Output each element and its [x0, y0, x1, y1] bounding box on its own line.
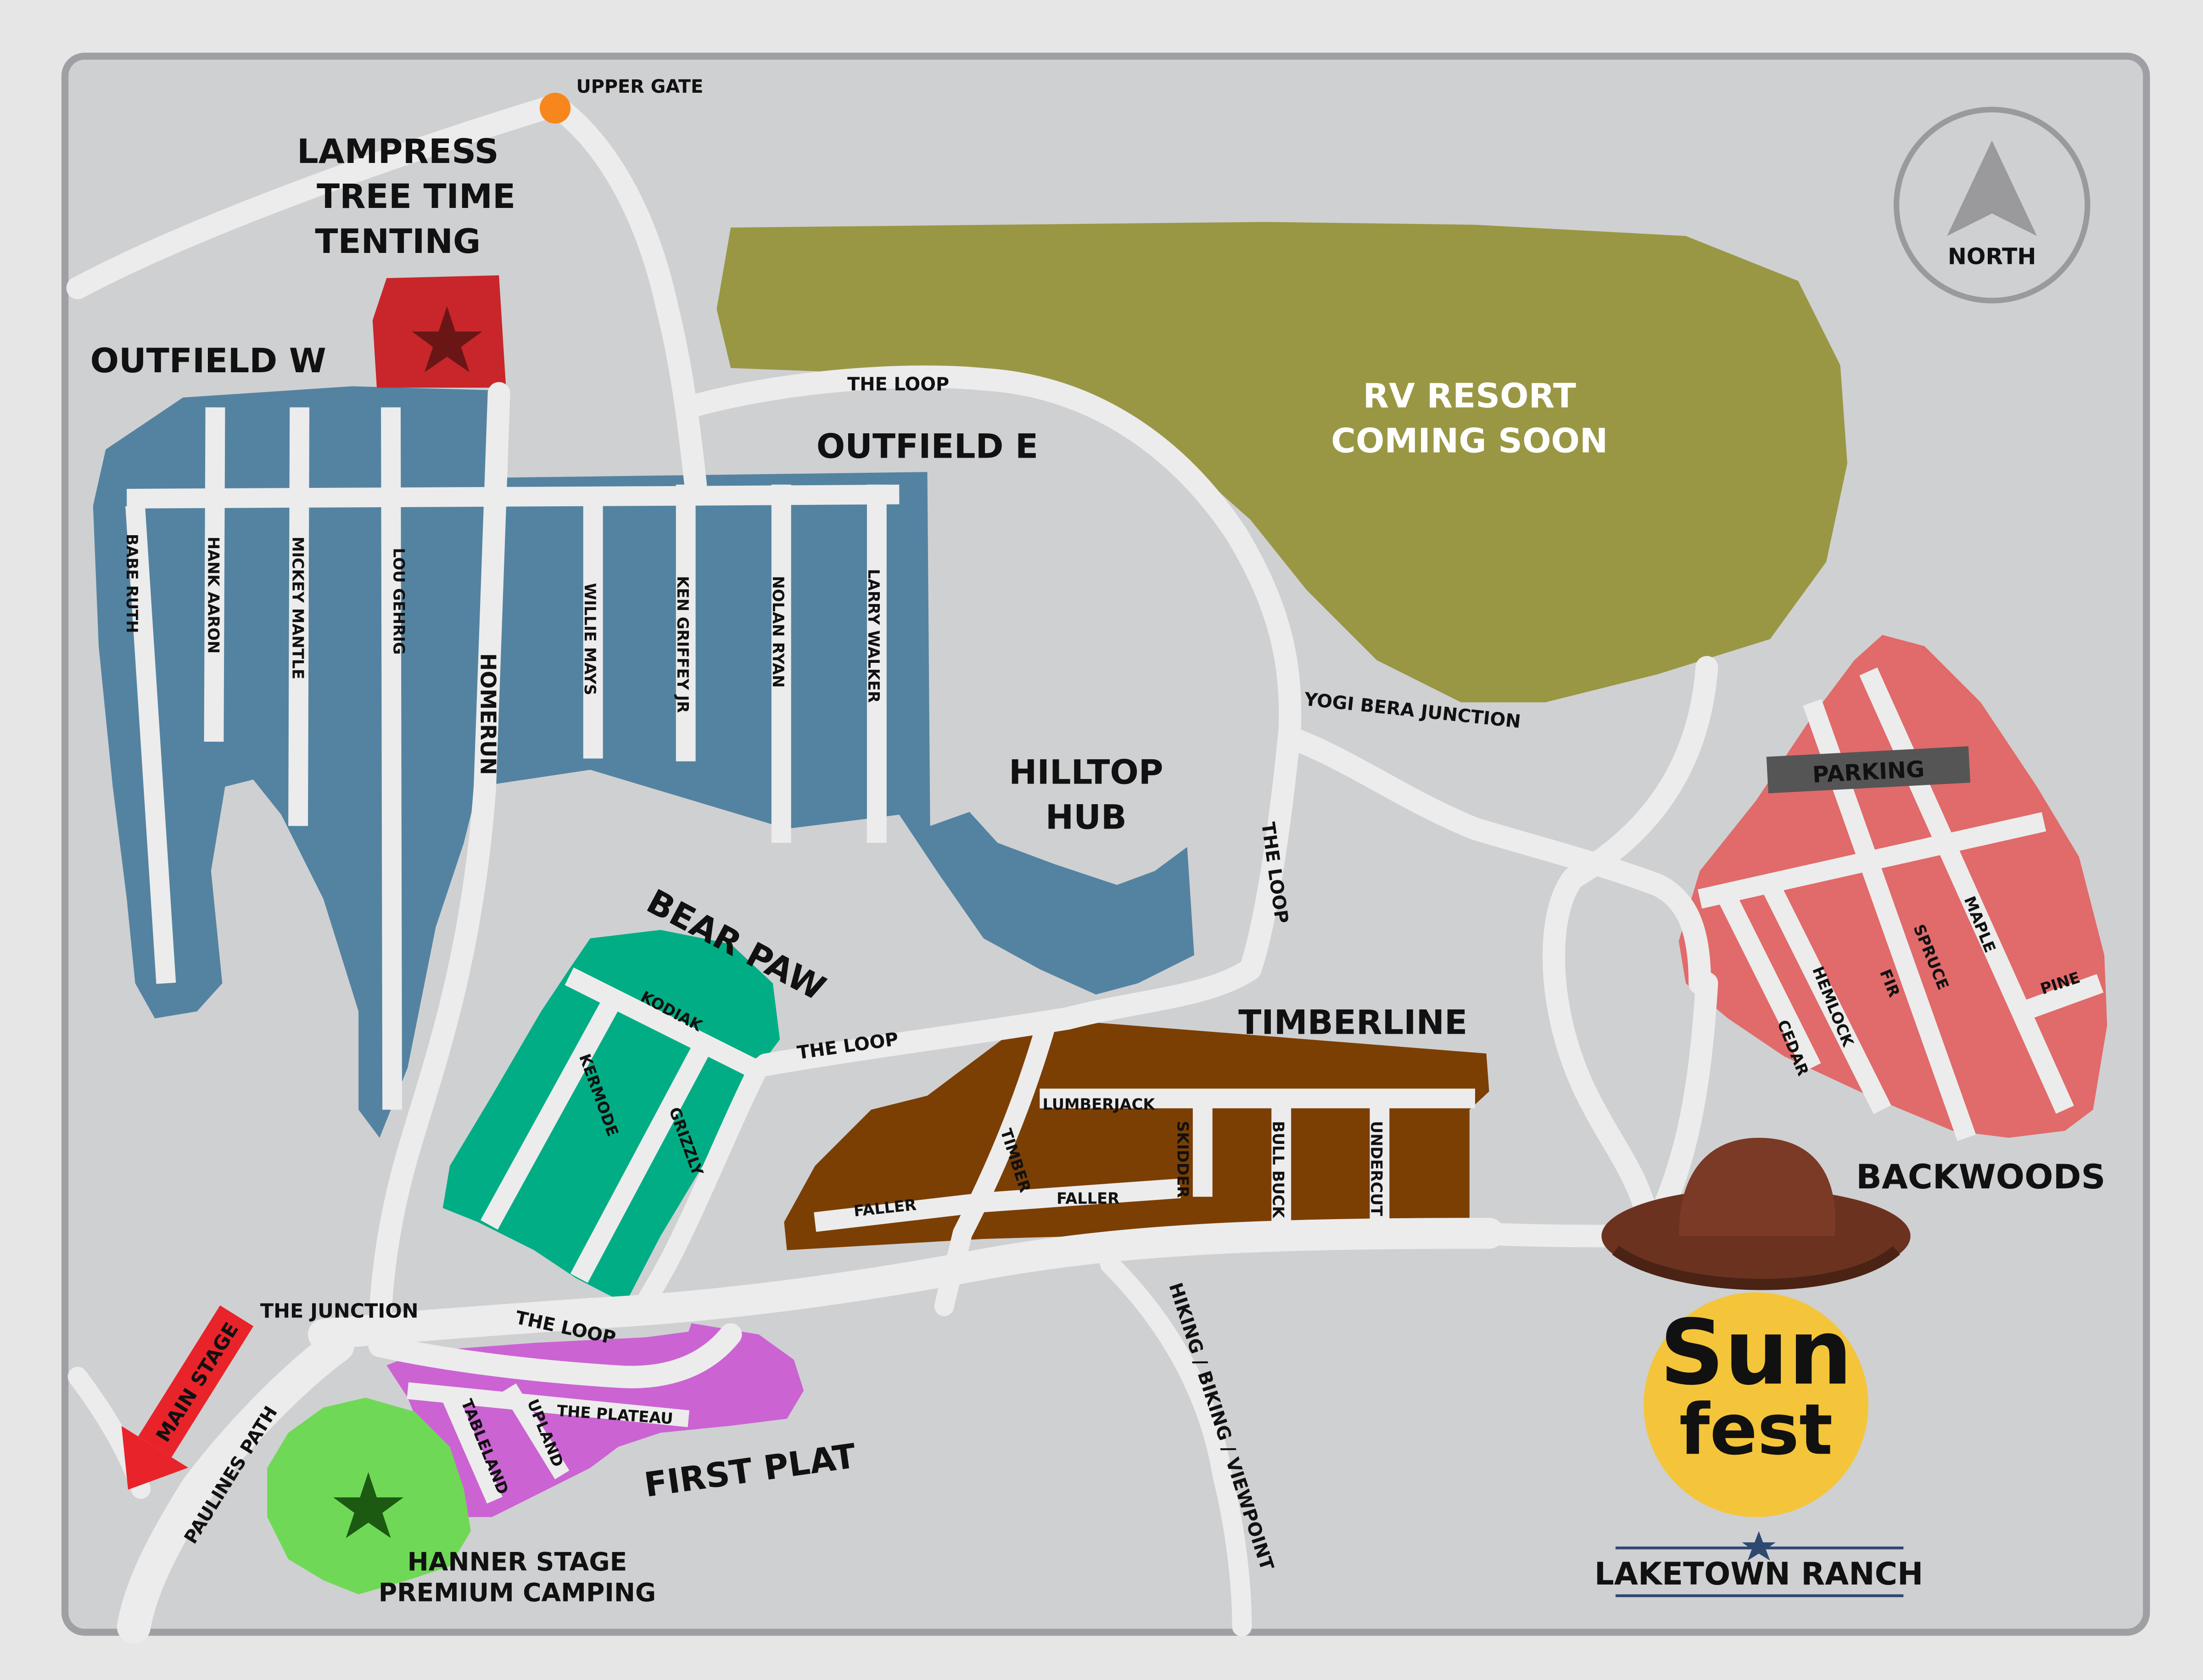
- road-main-stage: [117, 1328, 354, 1644]
- backwoods-label: BACKWOODS: [1856, 1158, 2105, 1197]
- logo-sun: Sun: [1660, 1300, 1852, 1405]
- rv-resort-zone[interactable]: [716, 222, 1847, 703]
- street-faller-2: FALLER: [1057, 1190, 1119, 1208]
- street-larry-walker: LARRY WALKER: [865, 569, 883, 703]
- sunfest-logo: Sun fest LAKETOWN RANCH: [1594, 1137, 1923, 1597]
- upper-gate-marker[interactable]: [539, 92, 571, 124]
- compass-label: NORTH: [1948, 243, 2036, 269]
- outfield-zone[interactable]: [93, 386, 1194, 1138]
- first-plat-streets: [407, 1382, 690, 1504]
- street-babe-ruth: BABE RUTH: [123, 534, 141, 633]
- bear-paw-streets: [480, 967, 756, 1283]
- outfield-streets: [125, 407, 900, 1110]
- north-compass: NORTH: [1893, 106, 2091, 304]
- road-loop-north: [677, 365, 1302, 742]
- lampress-label-2: TREE TIME: [317, 177, 515, 216]
- road-upper: [66, 94, 707, 496]
- road-loop-east: [755, 719, 1301, 1076]
- backwoods-streets: [1697, 667, 2104, 1141]
- road-junction: [308, 1218, 1505, 1350]
- lampress-label-3: TENTING: [315, 222, 481, 261]
- rv-resort-label-2: COMING SOON: [1331, 421, 1608, 460]
- parking-label: PARKING: [1812, 756, 1925, 788]
- street-willie-mays: WILLIE MAYS: [581, 583, 599, 695]
- street-homerun: HOMERUN: [475, 653, 500, 775]
- hanner-label-1: HANNER STAGE: [408, 1547, 627, 1576]
- street-hank-aaron: HANK AARON: [205, 537, 223, 654]
- street-mickey-mantle: MICKEY MANTLE: [289, 537, 307, 679]
- hilltop-label-1: HILLTOP: [1009, 753, 1163, 792]
- road-paulines: [368, 1323, 742, 1389]
- street-ken-griffey: KEN GRIFFEY JR: [674, 576, 692, 713]
- bear-paw-zone[interactable]: [442, 930, 780, 1304]
- outfield-e-label: OUTFIELD E: [816, 427, 1038, 466]
- street-undercut: UNDERCUT: [1368, 1121, 1386, 1216]
- outfield-w-label: OUTFIELD W: [90, 342, 326, 381]
- rv-resort-label-1: RV RESORT: [1363, 376, 1576, 415]
- road-hiking: [1100, 1254, 1252, 1637]
- parking-sign[interactable]: PARKING: [1766, 746, 1970, 794]
- road-bear-paw-link: [629, 1058, 769, 1323]
- street-bull-buck: BULL BUCK: [1269, 1121, 1287, 1219]
- north-arrow-icon: [1947, 140, 2037, 236]
- logo-fest: fest: [1679, 1389, 1833, 1471]
- hilltop-label-2: HUB: [1046, 798, 1127, 837]
- junction-label: THE JUNCTION: [260, 1299, 419, 1322]
- hanner-label-2: PREMIUM CAMPING: [379, 1578, 656, 1607]
- street-skidder: SKIDDER: [1174, 1121, 1191, 1198]
- timberline-label: TIMBERLINE: [1238, 1003, 1467, 1042]
- hanner-star-icon: [333, 1472, 404, 1538]
- upper-gate-label: UPPER GATE: [576, 76, 703, 97]
- road-west: [368, 382, 510, 1357]
- lampress-star-icon: [412, 306, 482, 372]
- laketown-ranch-label: LAKETOWN RANCH: [1594, 1556, 1923, 1592]
- loop-label-1: THE LOOP: [847, 374, 949, 395]
- street-nolan-ryan: NOLAN RYAN: [769, 576, 787, 688]
- lampress-label-1: LAMPRESS: [297, 132, 499, 171]
- ranch-star-icon: [1742, 1531, 1776, 1561]
- road-yogi: [1278, 726, 1711, 995]
- cowboy-hat-icon: [1612, 1245, 1901, 1290]
- timberline-zone[interactable]: [784, 1022, 1489, 1250]
- timberline-streets: [814, 1088, 1476, 1232]
- street-lumberjack: LUMBERJACK: [1042, 1096, 1156, 1114]
- street-lou-gehrig: LOU GEHRIG: [390, 548, 408, 655]
